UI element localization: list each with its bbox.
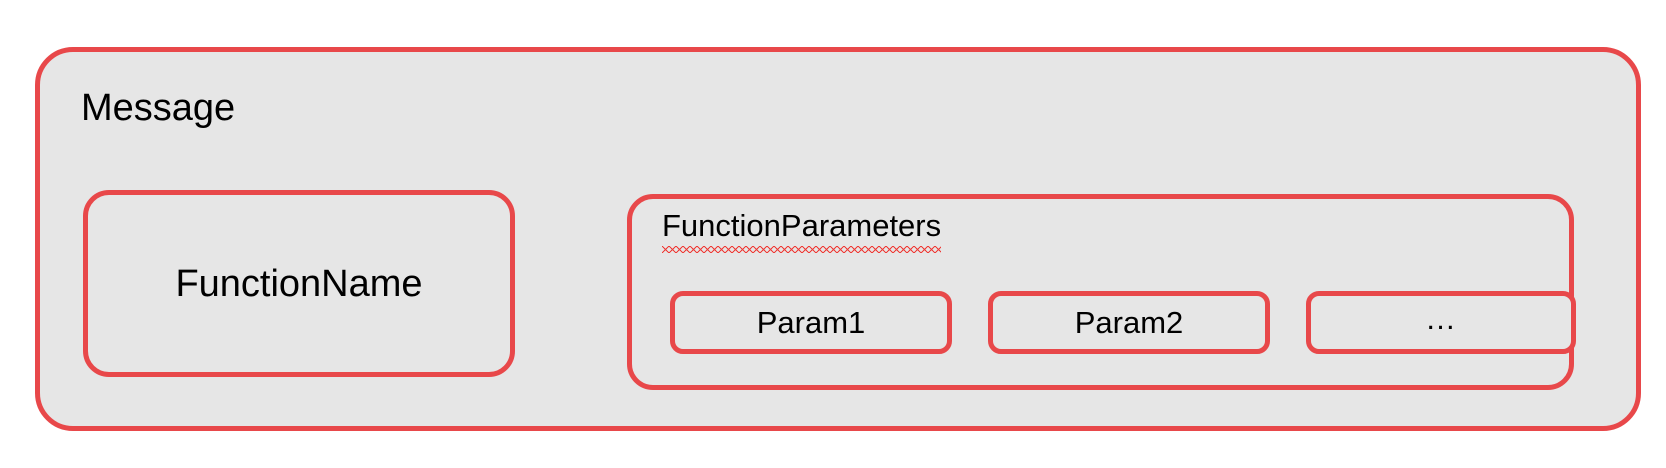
param-ellipsis-label: … [1425,300,1457,336]
function-parameters-block: FunctionParameters Param1 Param2 … [627,194,1576,390]
param-box-2: Param2 [988,291,1270,354]
function-parameters-title-group: FunctionParameters [662,207,942,253]
param-2-label: Param2 [1074,304,1184,340]
param-box-ellipsis: … [1306,291,1576,354]
spellcheck-squiggle-underline [662,246,942,253]
message-title: Message [81,87,236,129]
param-box-1: Param1 [670,291,952,354]
function-parameters-label: FunctionParameters [662,208,942,243]
function-name-label: FunctionName [175,262,423,305]
parameters-row: Param1 Param2 … [670,291,1576,354]
function-name-block: FunctionName [83,190,515,377]
message-container: Message FunctionName FunctionParameters … [35,47,1641,431]
param-1-label: Param1 [756,304,866,340]
